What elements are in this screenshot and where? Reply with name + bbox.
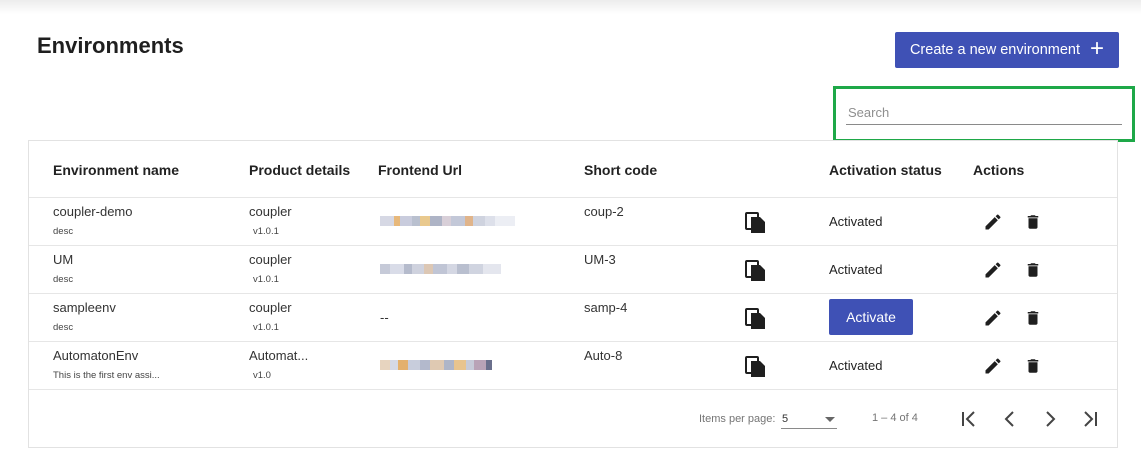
items-per-page-value: 5 — [782, 413, 789, 425]
environment-name: sampleenv — [53, 300, 116, 315]
environment-name: coupler-demo — [53, 204, 133, 219]
environment-desc: desc — [53, 322, 74, 333]
header-frontend-url: Frontend Url — [378, 162, 462, 178]
product-name: coupler — [249, 252, 292, 267]
frontend-url-redacted — [380, 263, 501, 275]
edit-icon[interactable] — [983, 356, 1003, 376]
edit-icon[interactable] — [983, 308, 1003, 328]
copy-icon[interactable] — [745, 354, 767, 378]
table-row: UM desc coupler v1.0.1 UM-3 Activated — [29, 245, 1117, 293]
header-short-code: Short code — [584, 162, 658, 178]
delete-icon[interactable] — [1024, 355, 1042, 377]
first-page-icon[interactable] — [957, 407, 981, 431]
header-activation-status: Activation status — [829, 162, 942, 178]
table-row: coupler-demo desc coupler v1.0.1 coup-2 … — [29, 197, 1117, 245]
paginator: Items per page: 5 1 – 4 of 4 — [29, 389, 1117, 447]
search-highlight — [833, 86, 1135, 142]
copy-icon[interactable] — [745, 210, 767, 234]
product-version: v1.0.1 — [253, 226, 279, 237]
edit-icon[interactable] — [983, 260, 1003, 280]
activation-status: Activated — [829, 262, 883, 277]
header-actions: Actions — [973, 162, 1025, 178]
create-environment-label: Create a new environment — [909, 42, 1081, 58]
delete-icon[interactable] — [1024, 259, 1042, 281]
previous-page-icon[interactable] — [998, 407, 1022, 431]
table-row: AutomatonEnv This is the first env assi.… — [29, 341, 1117, 389]
environment-name: UM — [53, 252, 74, 267]
activation-status: Activated — [829, 358, 883, 373]
items-per-page-select[interactable]: 5 — [781, 407, 837, 429]
frontend-url-redacted — [380, 359, 492, 371]
delete-icon[interactable] — [1024, 307, 1042, 329]
copy-icon[interactable] — [745, 306, 767, 330]
activate-button[interactable]: Activate — [829, 299, 913, 335]
items-per-page-label: Items per page: — [699, 413, 776, 425]
last-page-icon[interactable] — [1078, 407, 1102, 431]
environment-desc: desc — [53, 226, 74, 237]
short-code: samp-4 — [584, 300, 628, 315]
edit-icon[interactable] — [983, 212, 1003, 232]
product-name: coupler — [249, 204, 292, 219]
environments-table: Environment name Product details Fronten… — [28, 140, 1118, 448]
top-shadow — [0, 0, 1141, 14]
product-version: v1.0.1 — [253, 322, 279, 333]
activation-status: Activated — [829, 214, 883, 229]
short-code: UM-3 — [584, 252, 616, 267]
product-version: v1.0 — [253, 370, 271, 381]
create-environment-button[interactable]: Create a new environment + — [895, 32, 1119, 68]
product-name: coupler — [249, 300, 292, 315]
page-range-label: 1 – 4 of 4 — [872, 412, 918, 424]
next-page-icon[interactable] — [1038, 407, 1062, 431]
short-code: coup-2 — [584, 204, 624, 219]
table-row: sampleenv desc coupler v1.0.1 -- samp-4 … — [29, 293, 1117, 341]
product-version: v1.0.1 — [253, 274, 279, 285]
header-product-details: Product details — [249, 162, 351, 178]
plus-icon: + — [1090, 35, 1105, 62]
environment-desc: desc — [53, 274, 74, 285]
dropdown-arrow-icon — [825, 417, 835, 422]
search-input[interactable] — [846, 101, 1122, 125]
copy-icon[interactable] — [745, 258, 767, 282]
environment-name: AutomatonEnv — [53, 348, 139, 363]
short-code: Auto-8 — [584, 348, 623, 363]
header-environment-name: Environment name — [53, 162, 180, 178]
page-title: Environments — [37, 33, 184, 58]
frontend-url-redacted — [380, 215, 515, 227]
product-name: Automat... — [249, 348, 309, 363]
frontend-url: -- — [380, 310, 389, 325]
delete-icon[interactable] — [1024, 211, 1042, 233]
environment-desc: This is the first env assi... — [53, 370, 160, 381]
